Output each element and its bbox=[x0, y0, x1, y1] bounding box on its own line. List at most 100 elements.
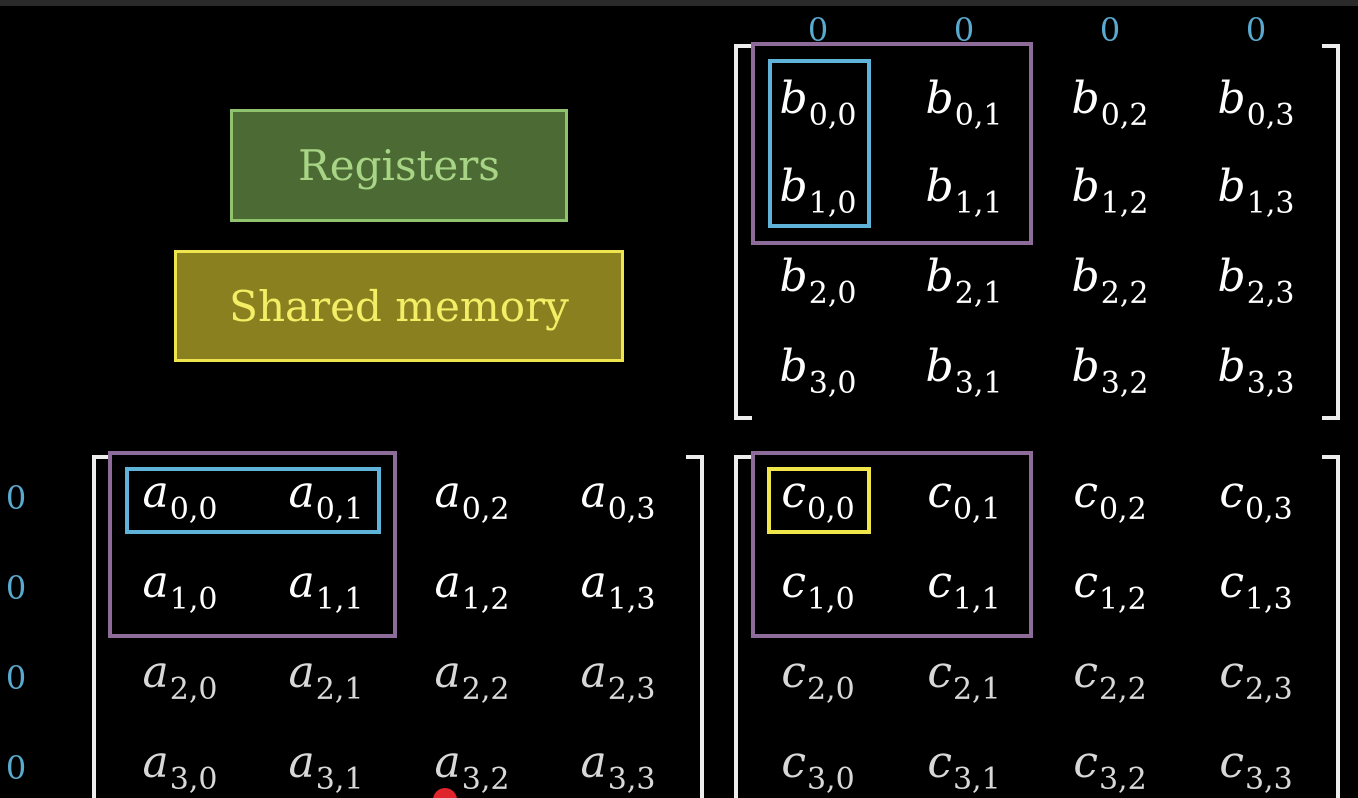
matrix-b-right-bracket bbox=[1322, 44, 1340, 420]
cell-base: c bbox=[781, 647, 806, 698]
registers-label: Registers bbox=[298, 141, 500, 190]
matrix-a-cell-1-3: a1,3 bbox=[581, 561, 656, 615]
cell-base: c bbox=[1073, 737, 1098, 788]
c-tile-highlight bbox=[751, 451, 1033, 638]
cell-base: a bbox=[288, 737, 315, 788]
matrix-b-cell-1-1: b1,1 bbox=[926, 165, 1003, 219]
cell-subscript: 2,2 bbox=[1098, 672, 1147, 707]
matrix-b-cell-0-0: b0,0 bbox=[780, 77, 857, 131]
cell-base: b bbox=[779, 251, 808, 302]
matrix-b-cell-2-3: b2,3 bbox=[1218, 255, 1295, 309]
cell-subscript: 0,3 bbox=[607, 492, 656, 527]
cell-subscript: 3,1 bbox=[954, 366, 1003, 401]
matrix-c-cell-3-0: c3,0 bbox=[781, 741, 854, 795]
cell-subscript: 2,1 bbox=[954, 276, 1003, 311]
top-zero-label-0: 0 bbox=[807, 11, 829, 49]
cell-base: c bbox=[781, 557, 806, 608]
top-zero-label-1: 0 bbox=[953, 11, 975, 49]
matrix-b-cell-3-0: b3,0 bbox=[780, 345, 857, 399]
cell-base: c bbox=[1219, 647, 1244, 698]
matrix-c-cell-3-3: c3,3 bbox=[1219, 741, 1292, 795]
cell-base: c bbox=[1073, 467, 1098, 518]
cell-subscript: 2,0 bbox=[806, 672, 855, 707]
cell-subscript: 0,3 bbox=[1246, 98, 1295, 133]
matrix-c-cell-3-1: c3,1 bbox=[927, 741, 1000, 795]
cell-subscript: 3,0 bbox=[806, 762, 855, 797]
matrix-a-cell-1-0: a1,0 bbox=[143, 561, 218, 615]
matrix-c-left-bracket bbox=[734, 455, 752, 798]
cell-subscript: 3,2 bbox=[461, 762, 510, 797]
matrix-b-cell-2-0: b2,0 bbox=[780, 255, 857, 309]
matrix-a-cell-0-1: a0,1 bbox=[289, 471, 364, 525]
matrix-b-cell-0-1: b0,1 bbox=[926, 77, 1003, 131]
cell-subscript: 3,3 bbox=[1244, 762, 1293, 797]
matrix-a-cell-0-3: a0,3 bbox=[581, 471, 656, 525]
cell-subscript: 3,0 bbox=[169, 762, 218, 797]
cell-subscript: 0,2 bbox=[1100, 98, 1149, 133]
left-zero-label-3: 0 bbox=[5, 749, 27, 787]
cell-base: c bbox=[927, 737, 952, 788]
shared-memory-legend: Shared memory bbox=[174, 250, 624, 362]
matrix-b-cell-3-1: b3,1 bbox=[926, 345, 1003, 399]
matrix-a-cell-3-3: a3,3 bbox=[581, 741, 656, 795]
cell-base: a bbox=[288, 467, 315, 518]
cell-base: a bbox=[434, 737, 461, 788]
matrix-a-cell-2-0: a2,0 bbox=[143, 651, 218, 705]
cell-subscript: 0,1 bbox=[954, 98, 1003, 133]
matrix-b-cell-3-2: b3,2 bbox=[1072, 345, 1149, 399]
cell-base: b bbox=[925, 73, 954, 124]
matrix-a-cell-2-2: a2,2 bbox=[435, 651, 510, 705]
b-tile-highlight bbox=[751, 42, 1033, 245]
cell-base: a bbox=[580, 467, 607, 518]
matrix-b-cell-2-1: b2,1 bbox=[926, 255, 1003, 309]
cell-base: a bbox=[434, 467, 461, 518]
matrix-c-right-bracket bbox=[1322, 455, 1340, 798]
cell-base: b bbox=[1071, 161, 1100, 212]
matrix-a-cell-0-2: a0,2 bbox=[435, 471, 510, 525]
cell-base: b bbox=[779, 161, 808, 212]
cell-base: c bbox=[927, 467, 952, 518]
cell-subscript: 0,0 bbox=[808, 98, 857, 133]
cell-base: a bbox=[142, 467, 169, 518]
cell-base: c bbox=[1219, 557, 1244, 608]
matrix-a-cell-1-1: a1,1 bbox=[289, 561, 364, 615]
cell-subscript: 2,2 bbox=[1100, 276, 1149, 311]
top-zero-label-2: 0 bbox=[1099, 11, 1121, 49]
cell-subscript: 0,1 bbox=[952, 492, 1001, 527]
matrix-a-cell-3-1: a3,1 bbox=[289, 741, 364, 795]
matrix-a-left-bracket bbox=[92, 455, 110, 798]
matrix-c-cell-2-1: c2,1 bbox=[927, 651, 1000, 705]
cell-base: b bbox=[1071, 73, 1100, 124]
matrix-c-cell-2-2: c2,2 bbox=[1073, 651, 1146, 705]
cell-subscript: 0,1 bbox=[315, 492, 364, 527]
matrix-c-cell-3-2: c3,2 bbox=[1073, 741, 1146, 795]
cell-base: b bbox=[1217, 161, 1246, 212]
cell-base: c bbox=[1219, 737, 1244, 788]
cursor-dot bbox=[433, 788, 457, 798]
cell-subscript: 1,3 bbox=[607, 582, 656, 617]
cell-base: a bbox=[142, 737, 169, 788]
cell-base: a bbox=[288, 647, 315, 698]
cell-subscript: 3,0 bbox=[808, 366, 857, 401]
cell-subscript: 0,2 bbox=[1098, 492, 1147, 527]
cell-base: c bbox=[1073, 647, 1098, 698]
c-shared-highlight bbox=[767, 467, 871, 534]
cell-subscript: 1,2 bbox=[1098, 582, 1147, 617]
cell-base: c bbox=[927, 557, 952, 608]
cell-subscript: 2,3 bbox=[607, 672, 656, 707]
matrix-c-cell-0-2: c0,2 bbox=[1073, 471, 1146, 525]
cell-base: a bbox=[580, 557, 607, 608]
cell-subscript: 1,2 bbox=[1100, 186, 1149, 221]
b-register-highlight bbox=[768, 59, 871, 228]
cell-base: b bbox=[1217, 341, 1246, 392]
matrix-b-cell-0-3: b0,3 bbox=[1218, 77, 1295, 131]
cell-base: a bbox=[434, 647, 461, 698]
cell-subscript: 1,0 bbox=[808, 186, 857, 221]
cell-subscript: 1,1 bbox=[954, 186, 1003, 221]
cell-subscript: 2,3 bbox=[1246, 276, 1295, 311]
matrix-c-cell-0-3: c0,3 bbox=[1219, 471, 1292, 525]
cell-subscript: 2,1 bbox=[315, 672, 364, 707]
cell-base: b bbox=[925, 341, 954, 392]
matrix-a-cell-1-2: a1,2 bbox=[435, 561, 510, 615]
